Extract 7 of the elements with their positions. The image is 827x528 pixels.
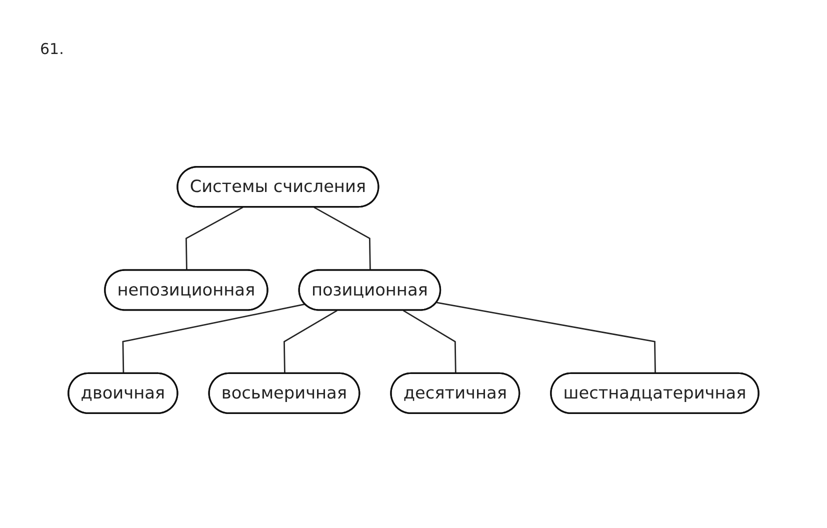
connector xyxy=(186,206,244,271)
connector xyxy=(284,310,338,374)
figure-number: 61. xyxy=(40,40,64,58)
connector xyxy=(436,302,656,374)
connector xyxy=(314,206,371,271)
connector xyxy=(122,304,306,374)
connector xyxy=(403,310,456,374)
